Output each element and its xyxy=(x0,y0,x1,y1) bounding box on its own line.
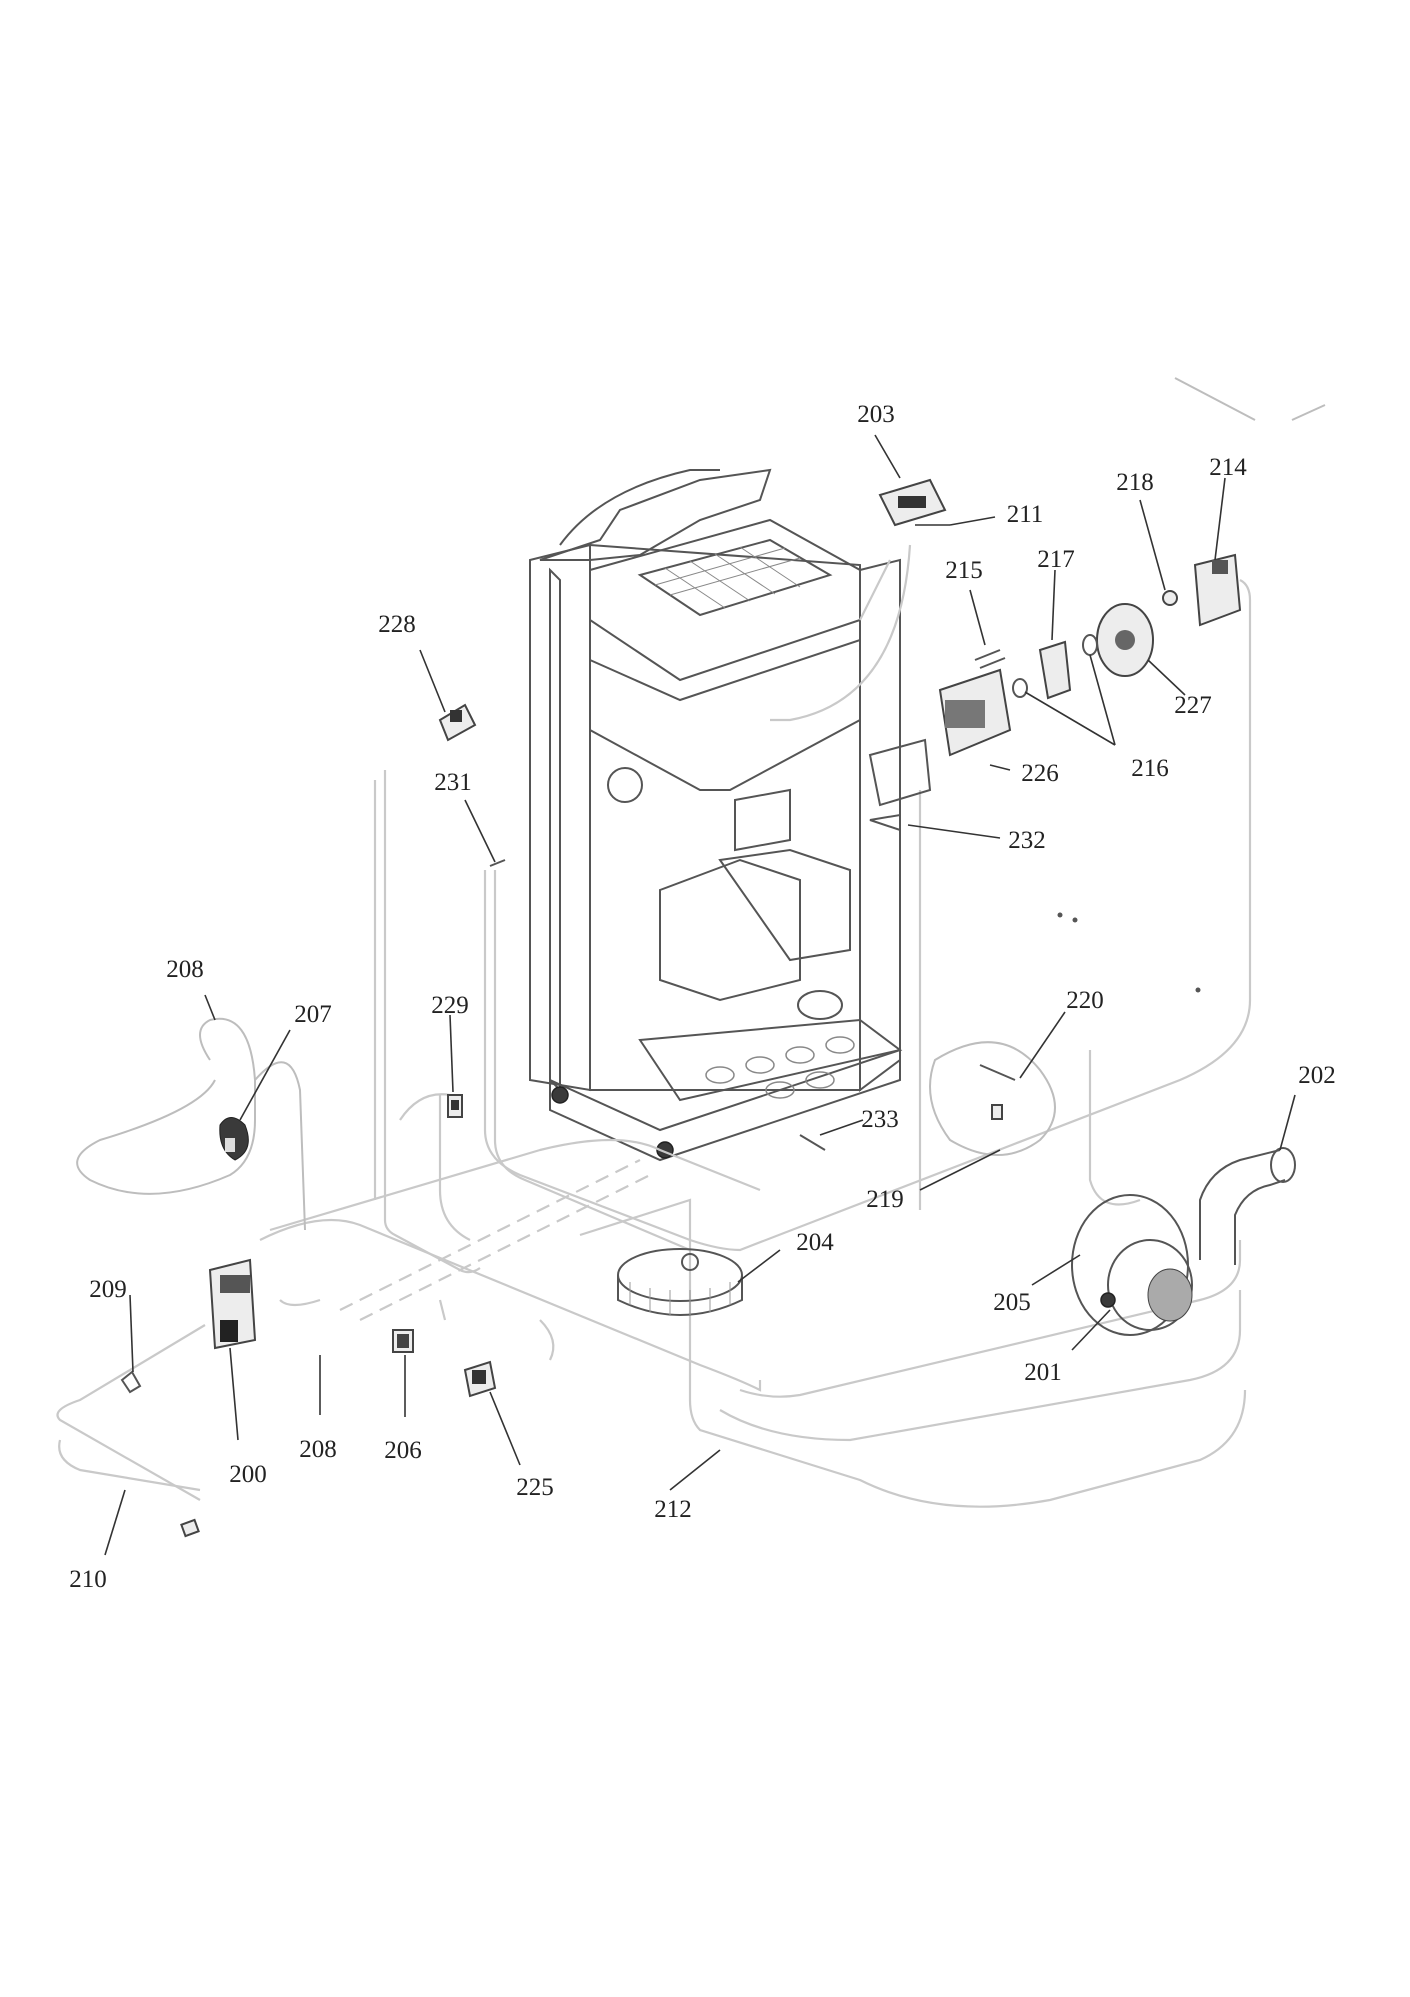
part-220-219-inset xyxy=(929,1041,1056,1156)
callout-207: 207 xyxy=(294,1001,332,1028)
cable-208-loop xyxy=(76,1017,306,1231)
part-215-screws xyxy=(974,649,1006,669)
part-233-bracket xyxy=(799,1134,826,1151)
callout-214: 214 xyxy=(1209,454,1247,481)
callout-204: 204 xyxy=(796,1229,834,1256)
part-200-control-board xyxy=(208,1258,257,1350)
leader-lines xyxy=(104,434,1296,1556)
callout-233: 233 xyxy=(861,1106,899,1133)
callout-208-upper: 208 xyxy=(166,956,204,983)
boiler-body xyxy=(529,468,903,1162)
part-206-switch xyxy=(392,1329,414,1353)
callout-232: 232 xyxy=(1008,827,1046,854)
callout-226: 226 xyxy=(1021,760,1059,787)
part-229-thermostat xyxy=(447,1094,463,1118)
callout-228: 228 xyxy=(378,611,416,638)
callout-211: 211 xyxy=(1007,501,1044,528)
part-204-fan xyxy=(617,1248,743,1316)
callout-206: 206 xyxy=(384,1437,422,1464)
cover-edge-lines xyxy=(1174,377,1326,421)
callout-203: 203 xyxy=(857,401,895,428)
callout-215: 215 xyxy=(945,557,983,584)
part-210-sensor xyxy=(180,1518,200,1538)
part-218-bushing xyxy=(1162,590,1178,606)
part-232-plate xyxy=(869,813,901,832)
callout-218: 218 xyxy=(1116,469,1154,496)
part-201-blower-motor xyxy=(1100,1292,1116,1308)
part-207-cable-tie xyxy=(219,1117,249,1161)
part-231-clip xyxy=(489,859,506,867)
callout-212: 212 xyxy=(654,1496,692,1523)
callout-216: 216 xyxy=(1131,755,1169,782)
callout-209: 209 xyxy=(89,1276,127,1303)
part-225-capacitor xyxy=(463,1360,497,1398)
part-228-sensor xyxy=(438,703,477,742)
part-202-exhaust-pipe xyxy=(1199,1147,1296,1265)
callout-210: 210 xyxy=(69,1566,107,1593)
callout-219: 219 xyxy=(866,1186,904,1213)
wiring-harness xyxy=(56,544,1252,1508)
callout-225: 225 xyxy=(516,1474,554,1501)
part-226-auger-assembly xyxy=(868,668,1012,807)
callout-labels: 203 211 218 214 215 217 227 226 216 228 … xyxy=(69,401,1336,1593)
part-209-connector xyxy=(120,1370,142,1394)
callout-208-lower: 208 xyxy=(299,1436,337,1463)
part-203-control-panel xyxy=(878,478,947,527)
callout-201: 201 xyxy=(1024,1359,1062,1386)
part-205-blower-housing xyxy=(1071,1194,1193,1336)
callout-217: 217 xyxy=(1037,546,1075,573)
callout-231: 231 xyxy=(434,769,472,796)
callout-202: 202 xyxy=(1298,1062,1336,1089)
callout-229: 229 xyxy=(431,992,469,1019)
part-217-coupling xyxy=(1038,640,1072,700)
callout-227: 227 xyxy=(1174,692,1212,719)
callout-205: 205 xyxy=(993,1289,1031,1316)
callout-220: 220 xyxy=(1066,987,1104,1014)
loose-screws xyxy=(1057,912,1201,993)
part-214-gear-motor xyxy=(1193,553,1242,627)
part-227-flange xyxy=(1096,603,1154,677)
callout-200: 200 xyxy=(229,1461,267,1488)
